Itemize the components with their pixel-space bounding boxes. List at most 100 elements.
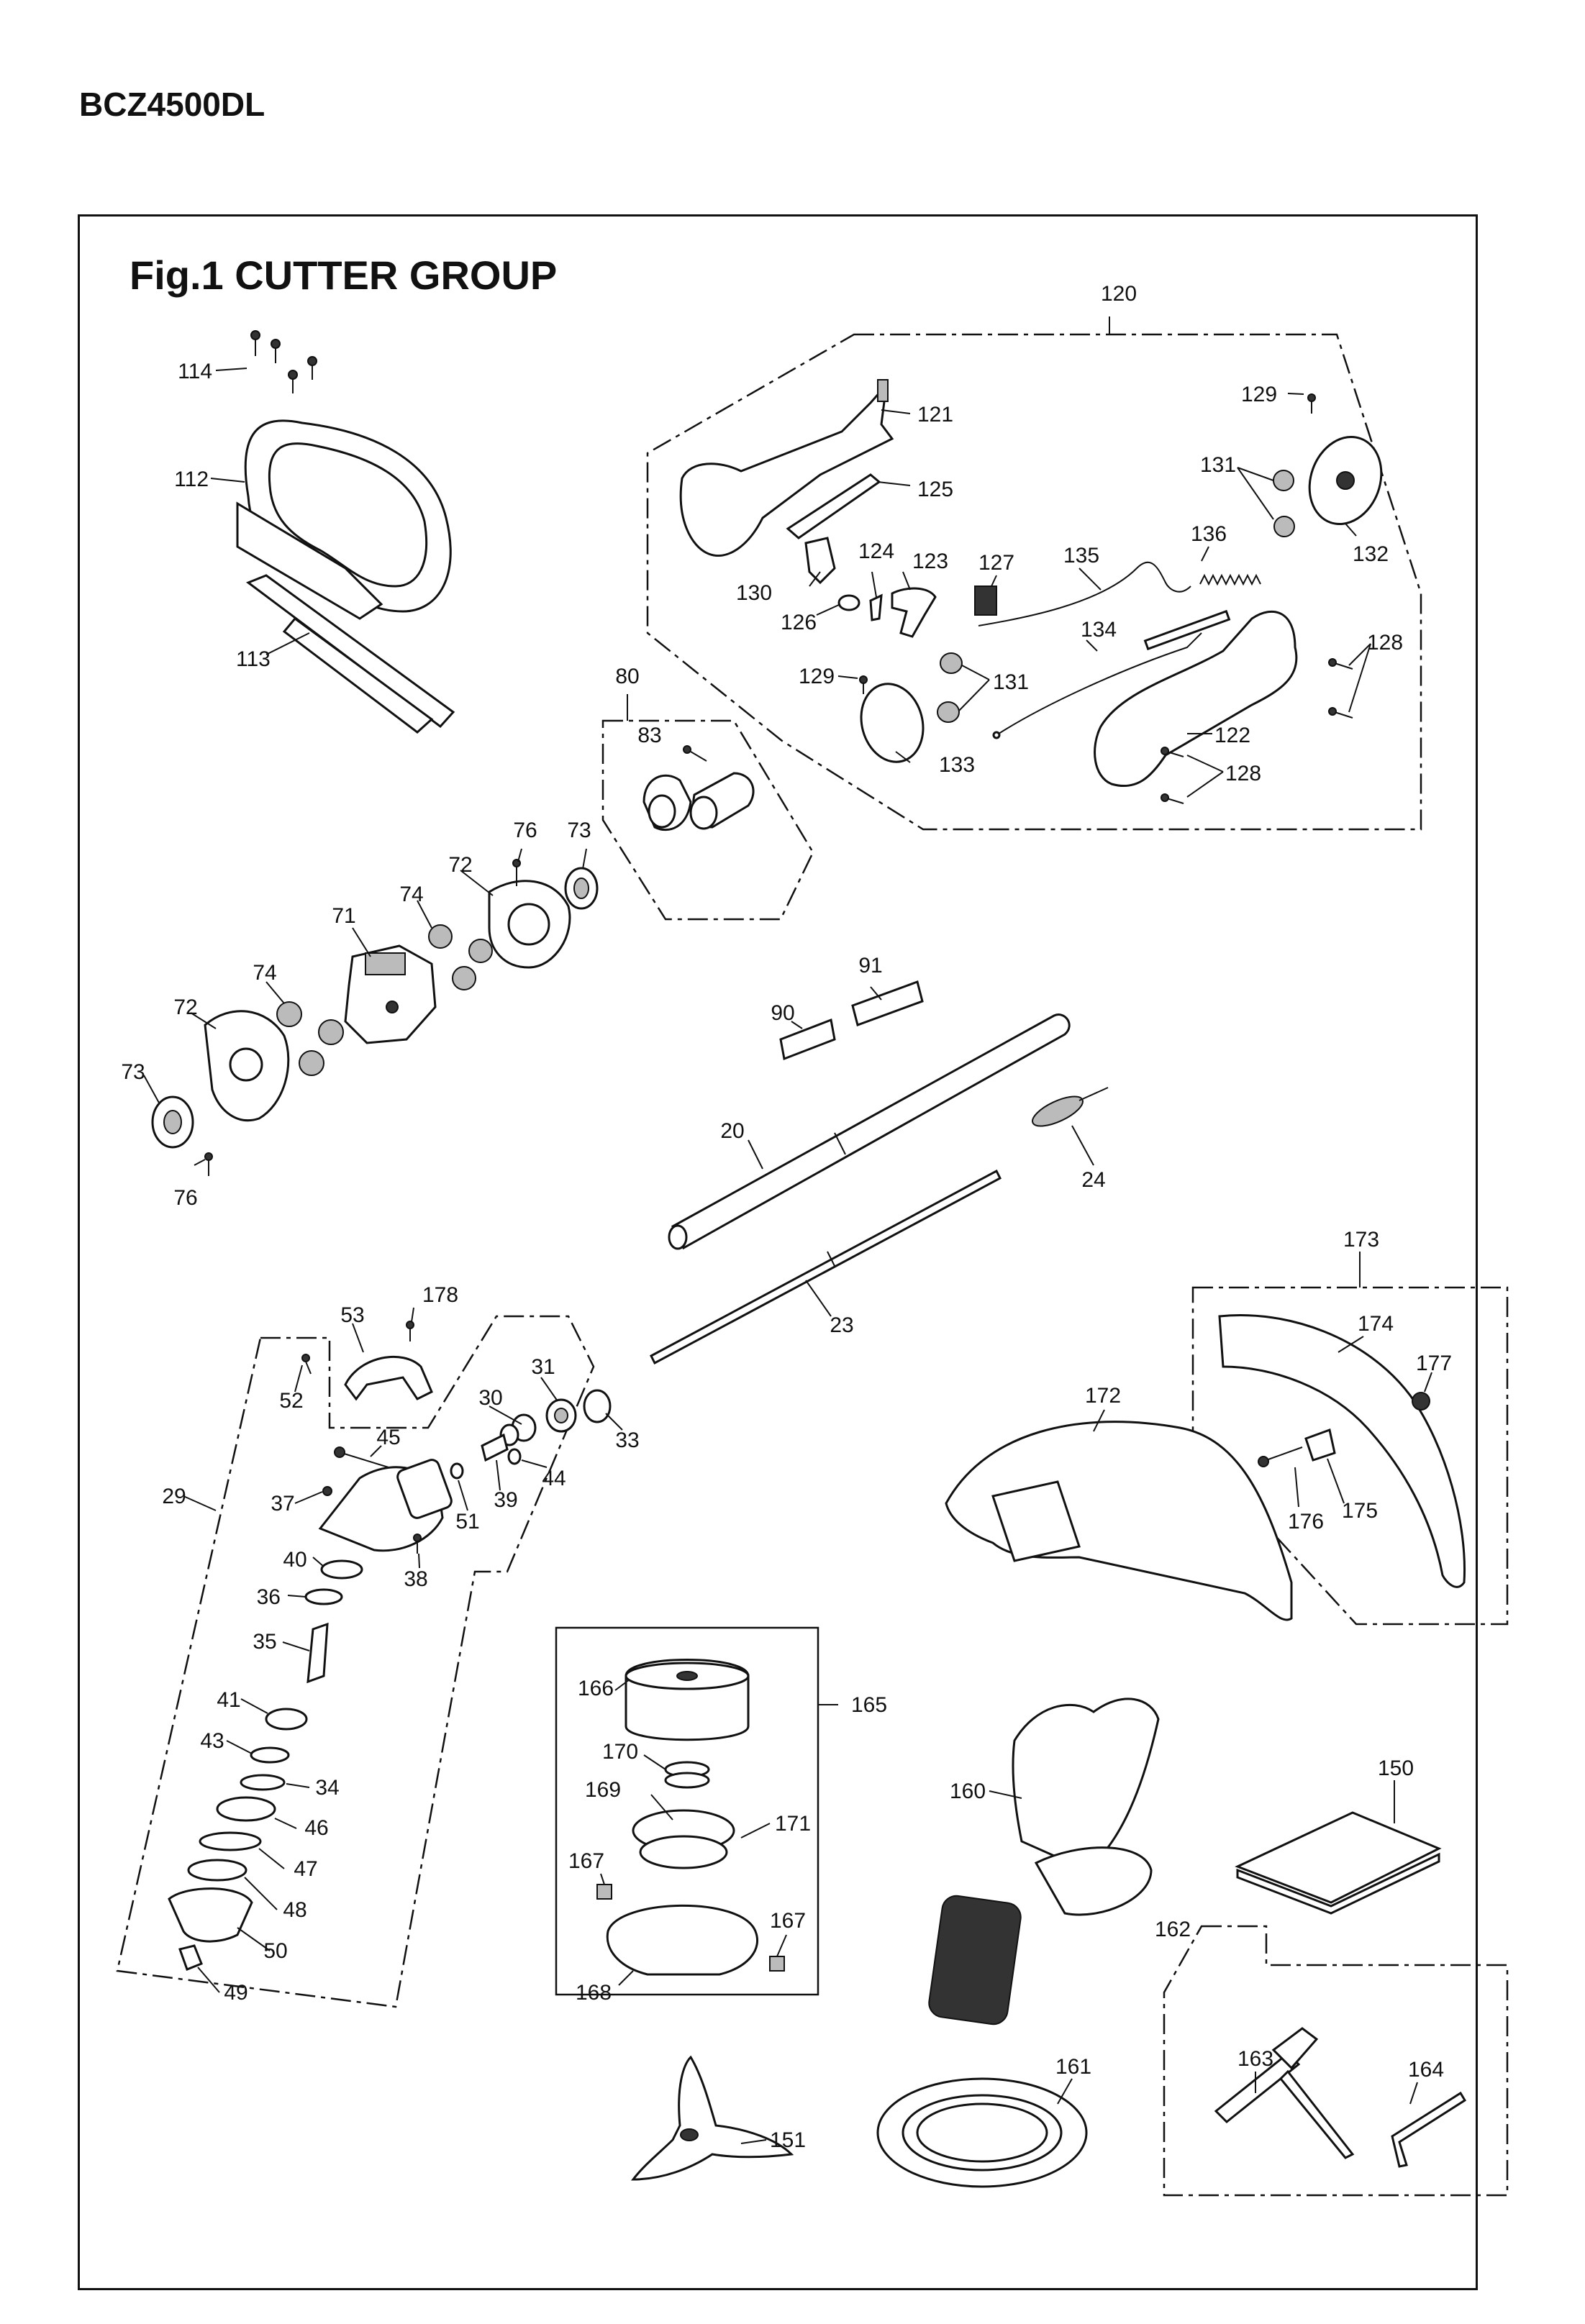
bracket-71 — [344, 944, 437, 1044]
label-30: 30 — [478, 1386, 502, 1410]
diagram-frame — [78, 214, 1478, 2290]
handle-half-122 — [1094, 611, 1298, 788]
dampers-74 — [276, 924, 493, 1076]
ring-73-lower — [151, 1095, 194, 1149]
label-74-upper: 74 — [399, 883, 423, 906]
bolts-114 — [250, 330, 317, 393]
label-167-left: 167 — [568, 1849, 604, 1873]
label-49: 49 — [224, 1981, 247, 2005]
label-129-bottom: 129 — [799, 665, 835, 688]
manual-150 — [1235, 1811, 1442, 1915]
label-37: 37 — [271, 1492, 294, 1516]
cable-134 — [992, 609, 1231, 739]
label-164: 164 — [1408, 2058, 1444, 2082]
label-29: 29 — [162, 1485, 186, 1508]
label-125: 125 — [917, 478, 953, 501]
cover-133 — [860, 683, 925, 763]
label-133: 133 — [939, 753, 975, 777]
mount-72-upper — [488, 880, 571, 969]
label-120: 120 — [1101, 282, 1137, 306]
label-160: 160 — [950, 1780, 986, 1803]
label-174: 174 — [1358, 1312, 1394, 1336]
label-90: 90 — [771, 1001, 794, 1025]
figure-title: Fig.1 CUTTER GROUP — [130, 252, 558, 298]
label-168: 168 — [576, 1981, 612, 2005]
label-52: 52 — [279, 1389, 303, 1413]
bolt-37 — [322, 1486, 332, 1496]
label-124: 124 — [858, 539, 894, 563]
label-166: 166 — [578, 1677, 614, 1700]
label-165: 165 — [851, 1693, 887, 1717]
sleeve-91 — [851, 980, 924, 1026]
blade-151 — [630, 2055, 794, 2181]
label-41: 41 — [217, 1688, 240, 1712]
group-162-outline — [1163, 1925, 1509, 2197]
label-36: 36 — [257, 1585, 281, 1609]
label-46: 46 — [304, 1816, 328, 1840]
sleeve-90 — [779, 1018, 836, 1061]
lever-130 — [804, 537, 836, 585]
washers-41-50 — [168, 1708, 308, 1971]
bushing-131-bottom — [937, 652, 963, 723]
label-51: 51 — [455, 1510, 479, 1534]
extension-174 — [1218, 1314, 1466, 1588]
label-80: 80 — [615, 665, 639, 688]
group-120-outline — [646, 333, 1422, 831]
pin-124 — [869, 593, 883, 621]
ring-51 — [450, 1462, 464, 1480]
label-122: 122 — [1214, 724, 1250, 747]
spindle-35 — [306, 1622, 329, 1684]
liner-24 — [1032, 1087, 1109, 1127]
label-113: 113 — [236, 647, 271, 671]
label-72-lower: 72 — [173, 995, 197, 1019]
label-163: 163 — [1237, 2047, 1273, 2071]
label-127: 127 — [978, 551, 1014, 575]
ring-44 — [507, 1448, 522, 1465]
label-91: 91 — [858, 954, 882, 978]
shaft-39 — [481, 1433, 509, 1462]
group-29-outline — [116, 1315, 595, 2008]
label-132: 132 — [1353, 542, 1389, 566]
bushing-131-top — [1273, 470, 1295, 537]
label-131-top: 131 — [1200, 453, 1236, 477]
group-173-outline — [1191, 1286, 1509, 1626]
label-177: 177 — [1416, 1352, 1452, 1375]
label-50: 50 — [263, 1939, 287, 1963]
label-114: 114 — [178, 360, 212, 383]
spring-126 — [837, 594, 860, 611]
label-48: 48 — [283, 1898, 306, 1922]
tool-163 — [1214, 2027, 1355, 2159]
label-40: 40 — [283, 1548, 306, 1572]
leader-lines — [143, 316, 1432, 2144]
guard-bracket-53 — [344, 1355, 433, 1401]
blade-175 — [1304, 1428, 1336, 1462]
label-126: 126 — [781, 611, 817, 634]
label-44: 44 — [542, 1467, 566, 1490]
group-165-outline — [555, 1626, 819, 1996]
label-43: 43 — [200, 1729, 224, 1753]
label-112: 112 — [174, 468, 209, 491]
tube-20 — [668, 1013, 1071, 1250]
label-151: 151 — [770, 2128, 806, 2152]
label-20: 20 — [720, 1119, 744, 1143]
clamp-80-parts — [642, 745, 755, 831]
screws-128 — [1161, 658, 1353, 804]
nylon-head-165-parts — [596, 1659, 785, 1976]
bolt-176 — [1258, 1446, 1303, 1467]
label-129-top: 129 — [1241, 383, 1277, 406]
label-73-upper: 73 — [567, 819, 591, 842]
label-31: 31 — [531, 1355, 555, 1379]
label-72-upper: 72 — [448, 853, 472, 877]
spring-136 — [1199, 573, 1261, 586]
label-161: 161 — [1055, 2055, 1091, 2079]
label-45: 45 — [376, 1426, 400, 1449]
guard-ring-161 — [876, 2077, 1088, 2188]
label-130: 130 — [736, 581, 772, 605]
screws-129 — [859, 393, 1316, 694]
label-76-lower: 76 — [173, 1186, 197, 1210]
label-128-bottom: 128 — [1225, 762, 1261, 785]
label-121: 121 — [917, 403, 953, 427]
bolt-45 — [334, 1446, 389, 1468]
label-74-lower: 74 — [253, 961, 276, 985]
